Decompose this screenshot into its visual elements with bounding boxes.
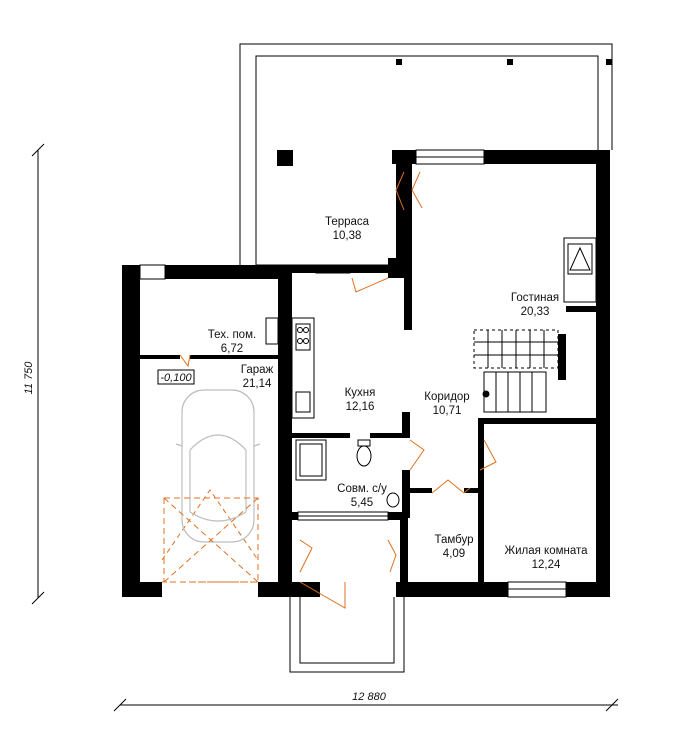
living-area: 20,33: [521, 306, 550, 318]
level-mark: -0,100: [160, 372, 192, 384]
dimension-height: [31, 143, 45, 605]
garage-parking-zone: [163, 497, 259, 583]
dimension-width: [113, 698, 619, 712]
interior-walls: [140, 258, 596, 582]
garage-name: Гараж: [241, 364, 274, 376]
dimension-height-label: 11 750: [23, 361, 35, 395]
terrace-column: [277, 150, 293, 166]
garage-area: 21,14: [243, 378, 272, 390]
tech-room-name: Тех. пом.: [208, 329, 256, 341]
terrace-name: Терраса: [325, 216, 370, 228]
bedroom-name: Жилая комната: [504, 545, 588, 557]
dimension-width-label: 12 880: [352, 691, 387, 703]
vestibule-area: 4,09: [443, 548, 465, 560]
bathroom-area: 5,45: [351, 497, 373, 509]
kitchen-area: 12,16: [346, 401, 375, 413]
doors: [161, 171, 497, 609]
corridor-area: 10,71: [433, 405, 462, 417]
bathroom-fixtures: [295, 439, 400, 508]
fireplace: [563, 237, 597, 303]
exterior-walls: [122, 150, 610, 597]
vestibule-name: Тамбур: [434, 534, 473, 546]
corridor-name: Коридор: [424, 391, 469, 403]
kitchen-name: Кухня: [345, 387, 376, 399]
living-name: Гостиная: [511, 292, 559, 304]
staircase: [473, 329, 559, 413]
terrace-area: 10,38: [333, 230, 362, 242]
bathroom-name: Совм. с/у: [337, 483, 387, 495]
level-mark-box: [157, 369, 195, 385]
tech-room-area: 6,72: [221, 343, 243, 355]
porch: [289, 597, 405, 673]
kitchen-units: [265, 317, 315, 419]
car-outline: [175, 389, 261, 543]
bedroom-area: 12,24: [532, 559, 561, 571]
